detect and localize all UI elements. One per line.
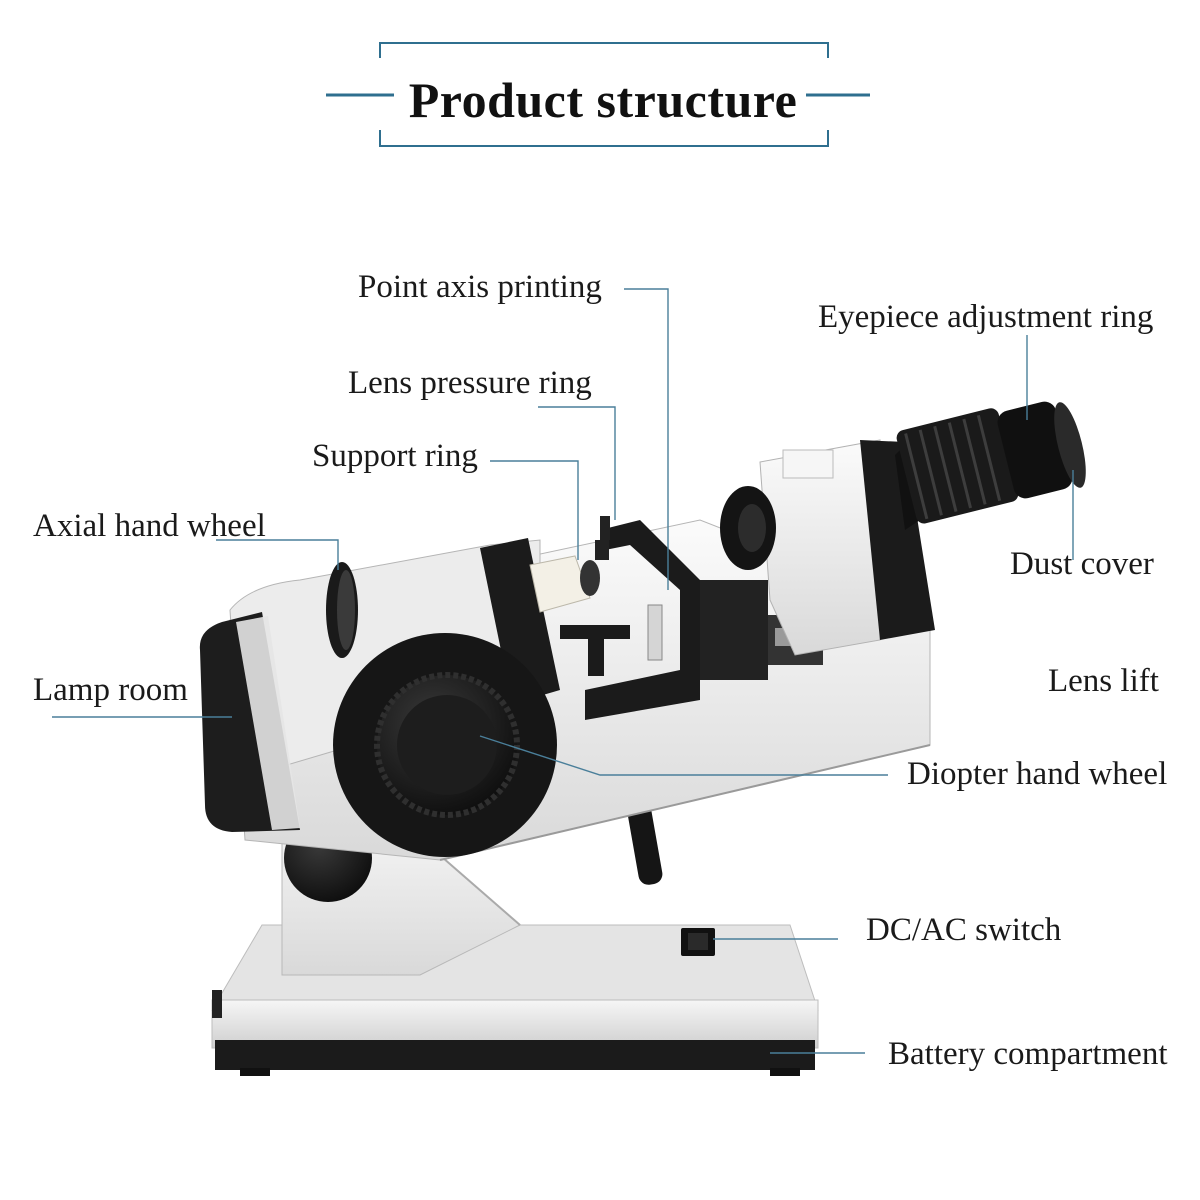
lens-stage [560, 516, 823, 720]
title-frame: Product structure [0, 0, 1200, 170]
dc-ac-switch [681, 928, 715, 956]
support-ring [529, 555, 600, 613]
leader-lens-pressure-ring [538, 406, 616, 520]
label-dc-ac-switch: DC/AC switch [866, 912, 1062, 948]
label-battery-compartment: Battery compartment [888, 1036, 1168, 1072]
label-diopter-hand-wheel: Diopter hand wheel [907, 756, 1168, 792]
housing-band [480, 538, 560, 704]
label-lens-pressure-ring: Lens pressure ring [348, 365, 592, 401]
label-eyepiece-adjustment-ring: Eyepiece adjustment ring [818, 299, 1154, 335]
leader-point-axis-printing [624, 288, 669, 590]
axial-hand-wheel [326, 562, 358, 658]
eyepiece-assembly [895, 401, 1086, 530]
diopter-hand-wheel [333, 633, 557, 857]
label-lamp-room: Lamp room [33, 672, 188, 708]
lamp-room-panel [236, 616, 300, 830]
title-frame-lines [326, 42, 870, 147]
label-support-ring: Support ring [312, 438, 478, 474]
leader-support-ring [490, 460, 579, 560]
leader-axial-hand-wheel [216, 539, 339, 570]
label-dust-cover: Dust cover [1010, 546, 1154, 582]
page-title: Product structure [408, 72, 798, 128]
label-lens-lift: Lens lift [1048, 663, 1159, 699]
eyepiece-tower [759, 439, 935, 656]
leader-diopter-hand-wheel [479, 735, 888, 776]
label-axial-hand-wheel: Axial hand wheel [33, 508, 266, 544]
reticle-knob [720, 486, 776, 570]
base-plate [211, 924, 819, 1076]
label-point-axis-printing: Point axis printing [358, 269, 602, 305]
